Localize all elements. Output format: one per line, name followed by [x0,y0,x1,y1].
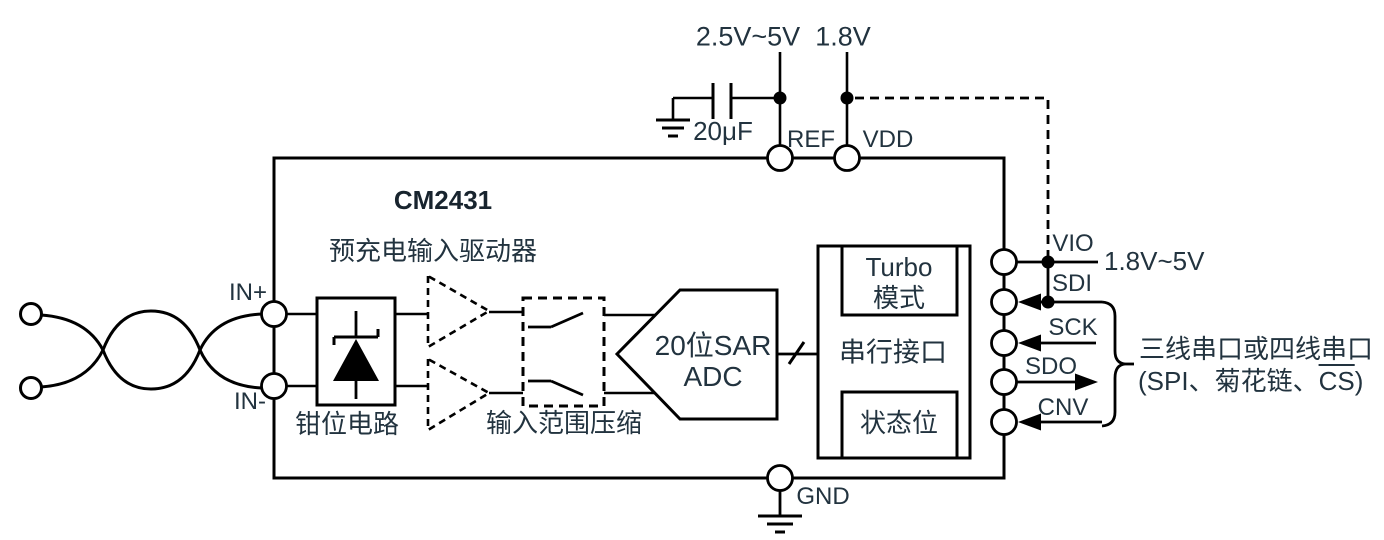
cs-bar-label: CS [1318,366,1355,396]
input-terminal [19,376,43,400]
pin-cnv-circle [990,408,1018,436]
clamp-circuit-label: 钳位电路 [294,409,400,439]
range-compression-label: 输入范围压缩 [485,408,643,438]
sdi-input-arrow [1018,293,1102,311]
pin-sdo-circle [990,368,1018,396]
pin-in-plus-circle [260,300,288,328]
turbo-mode-label-line1: Turbo [865,252,933,282]
pin-vdd-circle [833,144,861,172]
precharge-driver-bottom-icon [426,356,492,433]
internal-signal-wires [286,310,656,395]
status-bits-box [840,390,959,460]
serial-modes-note-line2: (SPI、菊花链、CS) [1138,368,1363,394]
sck-input-arrow [1018,334,1096,352]
adc-label-line2: ADC [683,361,743,392]
pin-ref-label: REF [787,126,835,153]
serial-modes-note-suffix: ) [1354,366,1364,396]
vio-supply-voltage-label: 1.8V~5V [1104,246,1205,276]
precharge-driver-label: 预充电输入驱动器 [328,236,538,266]
adc-label-line1: 20位SAR [654,330,772,361]
switch-icon [528,311,584,329]
pin-ref-circle [766,144,794,172]
vdd-supply-voltage-label: 1.8V [815,21,871,52]
ground-symbol-icon [758,490,802,534]
status-bits-label: 状态位 [859,408,939,438]
pin-in-plus-label: IN+ [228,279,268,306]
precharge-driver-top-icon [426,273,492,350]
junction-dot [773,91,787,105]
pin-sck-circle [990,329,1018,357]
range-compression-box [521,296,606,408]
pin-sdo-label: SDO [1024,353,1078,380]
pin-in-minus-circle [260,372,288,400]
pin-cnv-label: CNV [1037,394,1089,421]
pin-vdd-label: VDD [862,126,914,153]
pin-vio-circle [990,248,1018,276]
turbo-mode-label-line2: 模式 [872,283,926,313]
serial-modes-note-line1: 三线串口或四线串口 [1139,334,1374,364]
switch-icon [528,379,584,397]
sdo-output-arrow [1016,373,1098,391]
pin-vio-label: VIO [1052,230,1094,257]
tvs-diode-icon [332,311,380,399]
arrow-left-icon [1018,413,1041,431]
pin-gnd-circle [766,464,794,492]
ground-symbol-icon [656,98,690,138]
decoupling-capacitor-icon [673,83,780,119]
pin-sdi-label: SDI [1051,270,1093,297]
arrow-left-icon [1018,334,1041,352]
input-terminal [19,302,43,326]
serial-modes-note-prefix: (SPI、菊花链、 [1138,366,1319,396]
grouping-brace-icon [1101,300,1134,428]
arrow-right-icon [1075,373,1098,391]
twisted-pair-input [40,309,263,391]
arrow-left-icon [1018,293,1041,311]
bus-slash-icon [787,341,806,365]
vdd-to-vio-dashed-link [855,96,1050,256]
pin-gnd-label: GND [796,483,850,510]
turbo-mode-box [840,244,959,317]
junction-dot [840,91,854,105]
pin-in-minus-label: IN- [234,388,266,415]
pin-sdi-circle [990,288,1018,316]
serial-interface-label: 串行接口 [839,337,947,368]
capacitor-value-label: 20μF [693,116,753,146]
ref-supply-voltage-label: 2.5V~5V [695,21,801,52]
chip-name-label: CM2431 [393,185,493,215]
cnv-input-arrow [1018,413,1102,431]
pin-sck-label: SCK [1048,314,1098,341]
